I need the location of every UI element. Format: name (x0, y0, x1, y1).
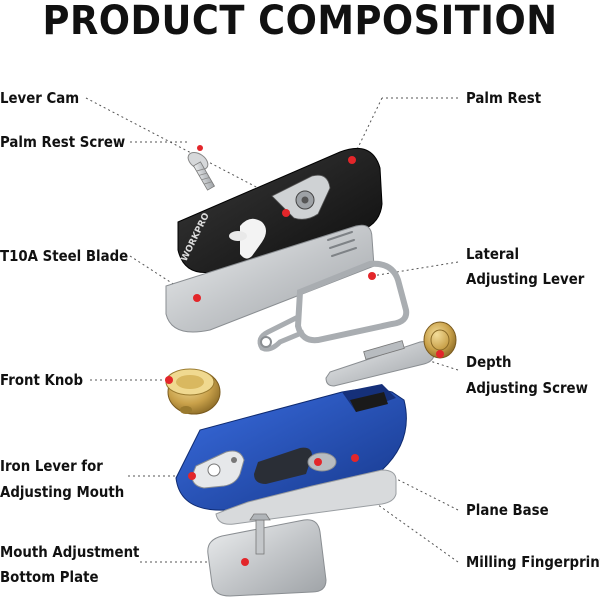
label-milling: Milling Fingerprint (466, 553, 600, 571)
label-lateral-line2: Adjusting Lever (466, 270, 585, 288)
label-plane-base: Plane Base (466, 501, 549, 519)
label-lateral-line1: Lateral (466, 245, 520, 263)
marker-plane-base (351, 454, 359, 462)
marker-milling (314, 458, 322, 466)
markers (165, 145, 444, 566)
lateral-lever-part (257, 260, 410, 352)
label-mouth-plate-line2: Bottom Plate (0, 568, 99, 586)
label-steel-blade: T10A Steel Blade (0, 247, 129, 265)
iron-lever-part (191, 450, 245, 489)
label-depth-line2: Adjusting Screw (466, 379, 588, 397)
depth-screw-part (325, 321, 457, 387)
marker-lever-cam (282, 209, 290, 217)
marker-depth (436, 350, 444, 358)
label-front-knob: Front Knob (0, 371, 84, 389)
marker-palm-rest (348, 156, 356, 164)
label-palm-rest-screw: Palm Rest Screw (0, 133, 126, 151)
marker-palm-rest-screw (197, 145, 203, 151)
label-lever-cam: Lever Cam (0, 89, 80, 107)
palm-rest-screw-part (187, 151, 216, 191)
label-iron-lever-line1: Iron Lever for (0, 457, 103, 475)
page-title: PRODUCT COMPOSITION (42, 0, 558, 44)
front-knob-part (165, 368, 221, 415)
leader-milling (317, 461, 459, 563)
label-iron-lever-line2: Adjusting Mouth (0, 483, 125, 501)
label-depth-line1: Depth (466, 353, 512, 371)
marker-front-knob (165, 376, 173, 384)
marker-steel-blade (193, 294, 201, 302)
label-palm-rest: Palm Rest (466, 89, 542, 107)
bottom-plate-part (207, 513, 327, 597)
plane-base-part (175, 384, 407, 525)
lever-cap-part: WORKPRO (177, 148, 383, 274)
leader-palm-rest-b (351, 97, 383, 161)
marker-iron-lever (188, 472, 196, 480)
marker-mouth-plate (241, 558, 249, 566)
leader-lever-cam (85, 97, 263, 191)
marker-lateral (368, 272, 376, 280)
leader-depth (407, 353, 459, 371)
label-mouth-plate-line1: Mouth Adjustment (0, 543, 140, 561)
